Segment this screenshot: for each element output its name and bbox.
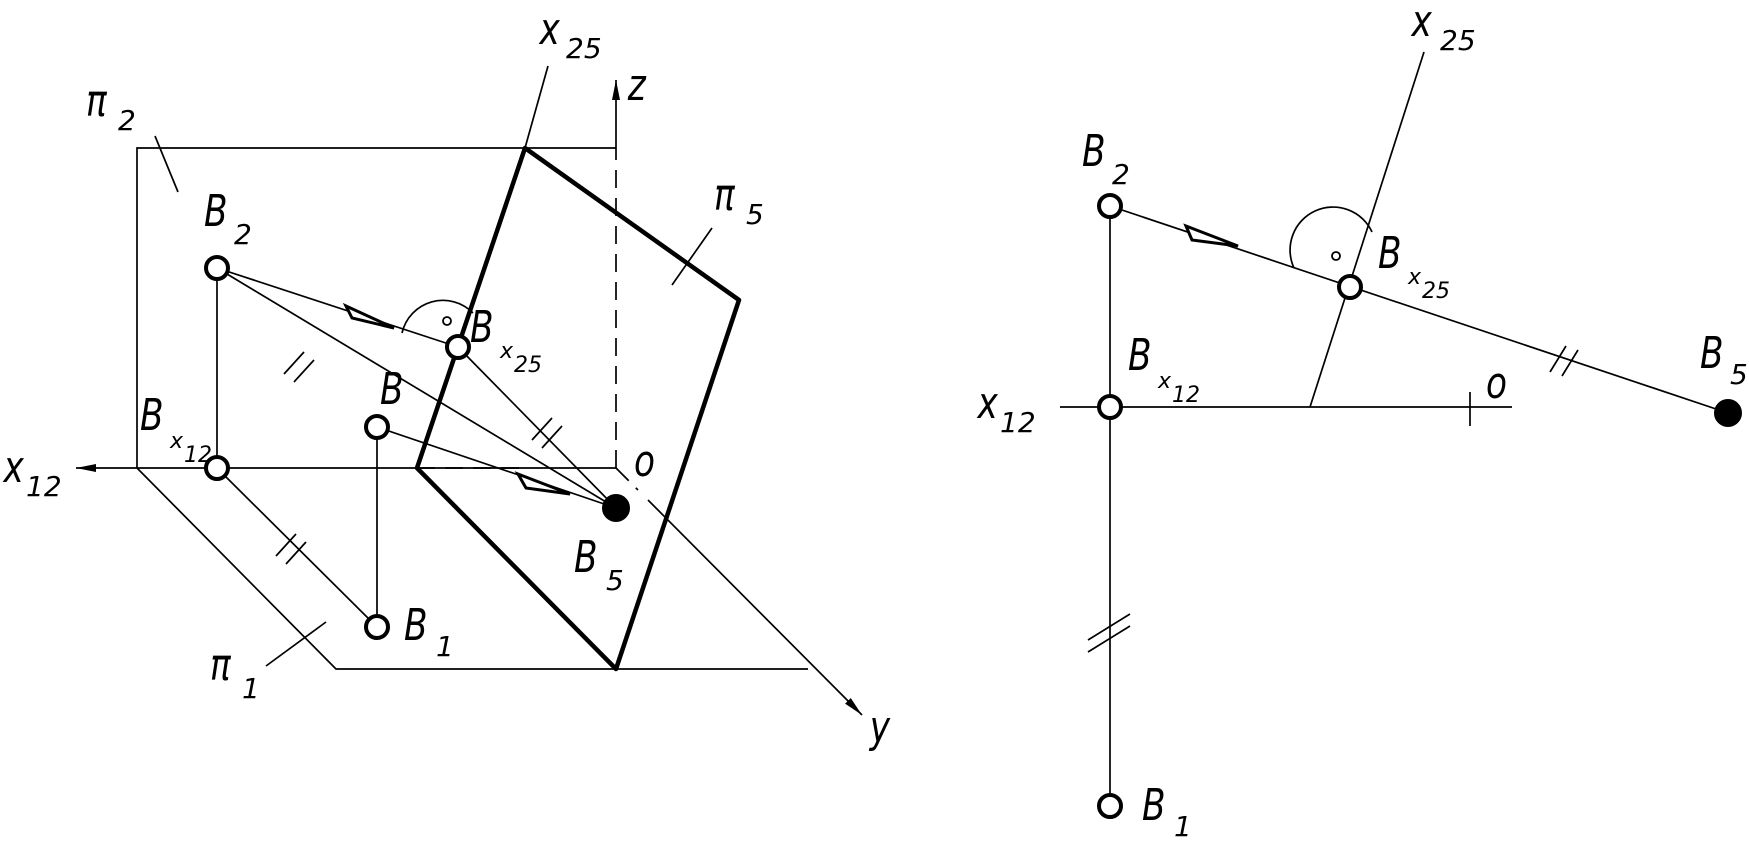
label-B2-sub: 2 (234, 218, 252, 251)
plane-pi5-outline (414, 145, 742, 672)
label-pi2-sub: 2 (118, 104, 136, 137)
line-Bx12-B1 (216, 467, 378, 628)
epure-point-B5 (1714, 399, 1742, 427)
label-pi2: π (86, 76, 108, 127)
epure-label-B1-sub: 1 (1174, 810, 1192, 840)
epure-label-B2-sub: 2 (1112, 158, 1130, 191)
label-o: o (634, 436, 655, 487)
right-angle-dot-icon (1331, 251, 1341, 261)
label-B5: B (574, 532, 598, 583)
epure-label-B5-sub: 5 (1730, 358, 1748, 391)
epure-label-x12-sub: 12 (1000, 406, 1036, 439)
label-x25: x (538, 4, 561, 55)
label-B: B (380, 364, 404, 415)
epure-label-B1: B (1142, 780, 1166, 831)
line-B-B5 (376, 426, 617, 509)
equal-ticks-icon (275, 351, 563, 565)
label-x12: x (2, 442, 25, 493)
epure-label-Bx25: B (1378, 228, 1402, 279)
direction-arrow-icon (514, 471, 571, 496)
line-B2-Bx25 (216, 267, 459, 348)
pi1-leader (265, 621, 327, 667)
plane-pi2-outline (136, 147, 616, 468)
epure-label-x12: x (976, 378, 999, 429)
axis-y (647, 499, 863, 716)
right-angle-arc-icon (401, 299, 474, 334)
point-Bx12 (204, 455, 230, 481)
epure-point-Bx12 (1097, 394, 1123, 420)
label-B1-sub: 1 (436, 630, 454, 663)
epure-label-x25: x (1410, 0, 1433, 47)
label-pi5: π (714, 170, 736, 221)
line-B2-B5 (216, 267, 617, 509)
spatial-view: x 25 z π 2 π 5 B 2 B x 25 B B x 12 x 12 … (2, 4, 891, 753)
epure-label-o: o (1486, 358, 1507, 409)
label-x12-sub: 12 (26, 470, 62, 503)
epure-label-Bx12-x: x (1157, 369, 1172, 394)
direction-arrow-icon (342, 302, 395, 330)
point-B1 (364, 614, 390, 640)
right-angle-dot-icon (442, 316, 452, 326)
label-Bx25-sub: 25 (514, 353, 542, 378)
epure-label-Bx25-sub: 25 (1422, 279, 1450, 304)
label-y: y (869, 702, 891, 753)
epure-label-x25-sub: 25 (1440, 24, 1476, 57)
label-Bx25: B (470, 302, 494, 353)
label-Bx12-x: x (169, 429, 184, 454)
epure-label-Bx12: B (1128, 330, 1152, 381)
epure-point-B2 (1097, 193, 1123, 219)
label-Bx12-sub: 12 (184, 443, 212, 468)
label-pi5-sub: 5 (746, 198, 764, 231)
label-pi1: π (210, 640, 232, 691)
epure-point-Bx25 (1337, 274, 1363, 300)
line-Bx25-B5 (457, 346, 617, 509)
label-Bx25-x: x (499, 339, 514, 364)
epure-label-Bx12-sub: 12 (1172, 383, 1200, 408)
epure-label-Bx25-x: x (1407, 265, 1422, 290)
direction-arrow-icon (1183, 223, 1239, 248)
label-x25-sub: 25 (566, 32, 602, 65)
point-B2 (204, 255, 230, 281)
equal-ticks-icon (1087, 345, 1579, 653)
axis-y-hidden (615, 467, 639, 491)
label-B1: B (404, 600, 428, 651)
label-pi1-sub: 1 (242, 672, 260, 705)
epure-axis-x25 (1309, 51, 1425, 408)
point-Bx25 (445, 334, 471, 360)
point-B5 (602, 494, 630, 522)
epure-point-B1 (1097, 793, 1123, 819)
label-Bx12: B (140, 390, 164, 441)
epure-label-B5: B (1700, 328, 1724, 379)
epure-label-B2: B (1082, 126, 1106, 177)
axis-x25 (524, 65, 549, 149)
pi2-leader (154, 135, 179, 193)
label-z: z (627, 60, 647, 111)
label-B5-sub: 5 (606, 564, 624, 597)
right-angle-arc-icon (1289, 206, 1373, 269)
orthographic-epure: x 25 B 2 B x 25 B x 12 x 12 o B 5 B 1 (976, 0, 1748, 843)
label-B2: B (204, 186, 228, 237)
plane-pi1-outline (136, 467, 808, 670)
pi5-leader (671, 227, 713, 286)
point-B (364, 414, 390, 440)
